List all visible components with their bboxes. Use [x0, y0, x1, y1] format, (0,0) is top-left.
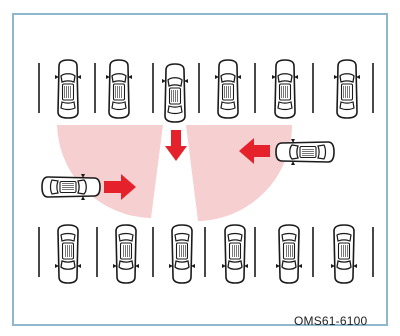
bottom-row-parking-lines: [38, 227, 374, 277]
left-detection-zone: [57, 125, 163, 218]
top-row-parking-lines: [38, 63, 374, 113]
parked-car-bottom-2: [112, 224, 140, 284]
right-approach-arrow-icon: [239, 138, 270, 164]
reverse-direction-arrow-icon: [165, 130, 187, 161]
parked-car-bottom-1: [54, 224, 82, 284]
right-detection-zone: [186, 125, 292, 221]
left-approach-arrow-icon: [104, 174, 136, 200]
parked-car-top-4: [214, 59, 242, 119]
parked-car-bottom-4: [221, 224, 249, 284]
figure-code: OMS61-6100: [294, 314, 368, 328]
parked-car-bottom-3: [168, 224, 196, 284]
approaching-car-left: [41, 173, 101, 201]
parked-car-bottom-5: [275, 224, 303, 284]
reversing-car: [161, 63, 189, 123]
parked-car-top-2: [105, 59, 133, 119]
parked-car-top-6: [333, 59, 361, 119]
parked-car-bottom-6: [330, 224, 358, 284]
parked-car-top-1: [54, 59, 82, 119]
approaching-car-right: [275, 138, 335, 166]
parked-car-top-5: [271, 59, 299, 119]
